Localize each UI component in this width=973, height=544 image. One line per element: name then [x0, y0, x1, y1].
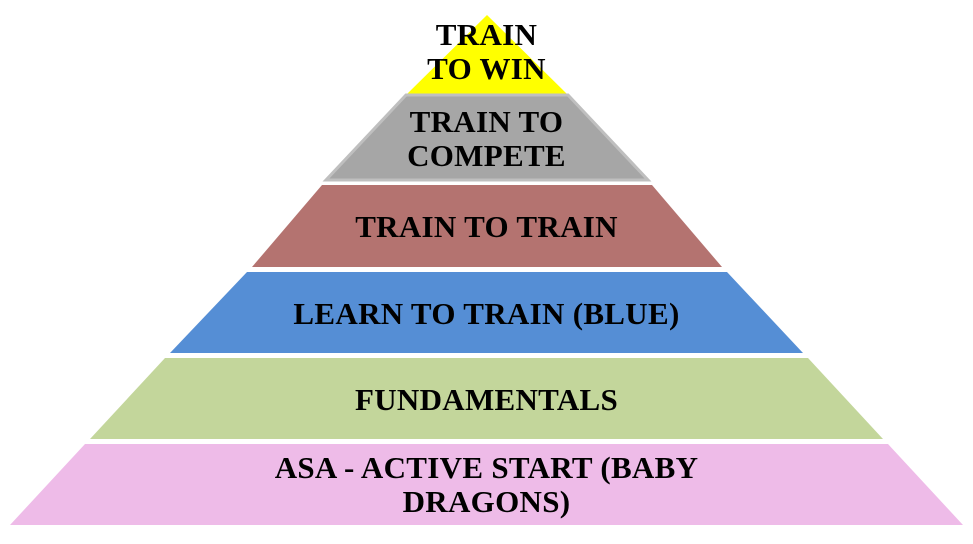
tier-active-start-shape [10, 444, 963, 525]
tier-train-to-compete-label: TRAIN TO COMPETE [407, 104, 566, 173]
tier-train-to-win-shape [406, 15, 568, 95]
tier-train-to-train-shape [252, 185, 722, 267]
tier-active-start-label: ASA - ACTIVE START (BABY DRAGONS) [274, 450, 699, 519]
tier-learn-to-train-shape [170, 272, 803, 353]
tier-train-to-compete-shape [322, 93, 652, 182]
tier-train-to-win-label: TRAIN TO WIN [427, 17, 546, 86]
tier-train-to-train-label: TRAIN TO TRAIN [355, 209, 618, 244]
tier-learn-to-train-label: LEARN TO TRAIN (BLUE) [293, 296, 680, 331]
tier-fundamentals-shape [90, 358, 883, 439]
tier-fundamentals-label: FUNDAMENTALS [354, 382, 619, 417]
